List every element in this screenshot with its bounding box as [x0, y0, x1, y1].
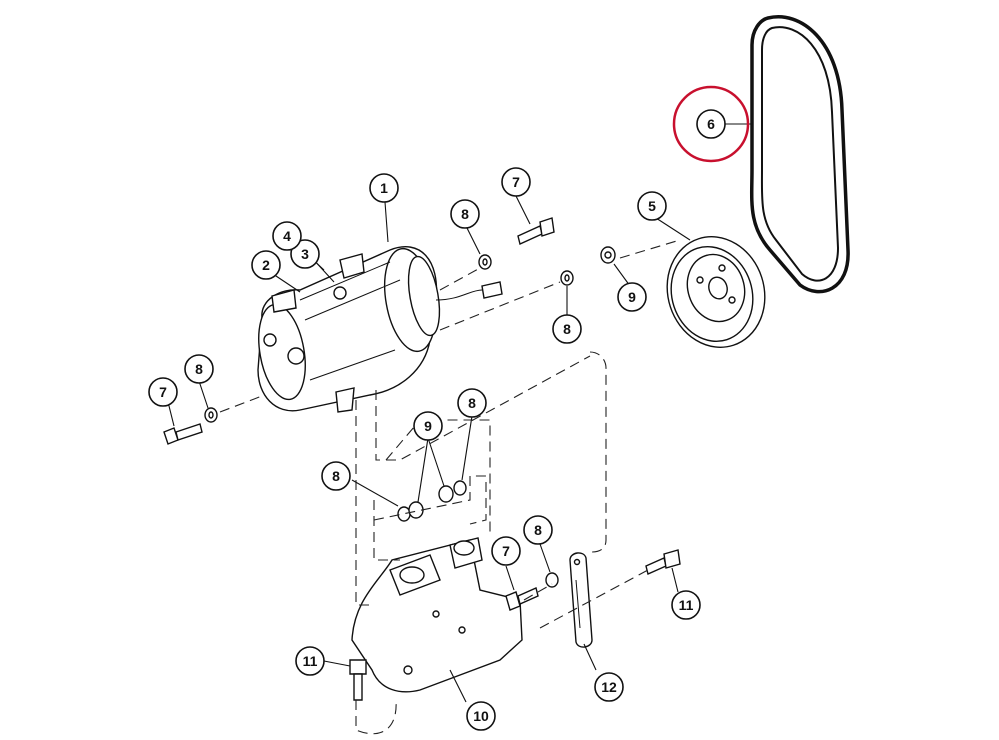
mounting-bracket — [351, 537, 523, 693]
callout-7-bracket: 7 — [491, 536, 521, 566]
svg-text:7: 7 — [159, 384, 167, 400]
svg-text:1: 1 — [380, 180, 388, 196]
svg-text:7: 7 — [502, 543, 510, 559]
callout-10: 10 — [466, 701, 496, 731]
svg-text:8: 8 — [332, 468, 340, 484]
bolt-11-bottom — [349, 659, 367, 701]
callout-9-stack: 9 — [413, 411, 443, 441]
svg-text:11: 11 — [679, 597, 694, 613]
callout-11-right: 11 — [671, 590, 701, 620]
drive-belt — [749, 15, 850, 294]
bolt-7-left — [163, 423, 203, 445]
svg-text:8: 8 — [468, 395, 476, 411]
bolt-7-top — [517, 217, 555, 245]
svg-text:4: 4 — [283, 228, 291, 244]
callout-8-stack-left: 8 — [321, 461, 351, 491]
washers — [204, 246, 616, 588]
bolt-11-right — [645, 549, 681, 575]
svg-text:2: 2 — [262, 257, 270, 273]
bolt-7-bracket — [505, 587, 539, 611]
callout-5: 5 — [637, 191, 667, 221]
svg-text:9: 9 — [424, 418, 432, 434]
svg-text:3: 3 — [301, 246, 309, 262]
svg-text:8: 8 — [461, 206, 469, 222]
svg-text:5: 5 — [648, 198, 656, 214]
callout-8-left: 8 — [184, 354, 214, 384]
assembly-dash-lines — [219, 239, 681, 735]
pulley — [666, 236, 766, 348]
callout-7-top: 7 — [501, 167, 531, 197]
svg-text:11: 11 — [303, 653, 318, 669]
callout-12: 12 — [594, 672, 624, 702]
highlight-ring — [672, 85, 750, 163]
svg-text:8: 8 — [195, 361, 203, 377]
svg-text:8: 8 — [534, 522, 542, 538]
callout-7-left: 7 — [148, 377, 178, 407]
svg-text:7: 7 — [512, 174, 520, 190]
callout-8-stack-right: 8 — [457, 388, 487, 418]
callout-8-bracket: 8 — [523, 515, 553, 545]
svg-text:12: 12 — [601, 679, 617, 695]
callout-2: 2 — [251, 250, 281, 280]
callout-8-mid: 8 — [552, 314, 582, 344]
callout-6: 6 — [696, 109, 726, 139]
svg-text:10: 10 — [473, 708, 489, 724]
compressor — [257, 246, 503, 413]
callout-8-top: 8 — [450, 199, 480, 229]
leader-lines — [167, 123, 752, 703]
adjusting-strap — [569, 552, 593, 648]
svg-text:8: 8 — [563, 321, 571, 337]
callout-3: 3 — [290, 239, 320, 269]
callout-9-right: 9 — [617, 282, 647, 312]
callout-1: 1 — [369, 173, 399, 203]
callout-11-bottom: 11 — [295, 646, 325, 676]
svg-text:6: 6 — [707, 116, 715, 132]
svg-text:9: 9 — [628, 289, 636, 305]
callout-4: 4 — [272, 221, 302, 251]
